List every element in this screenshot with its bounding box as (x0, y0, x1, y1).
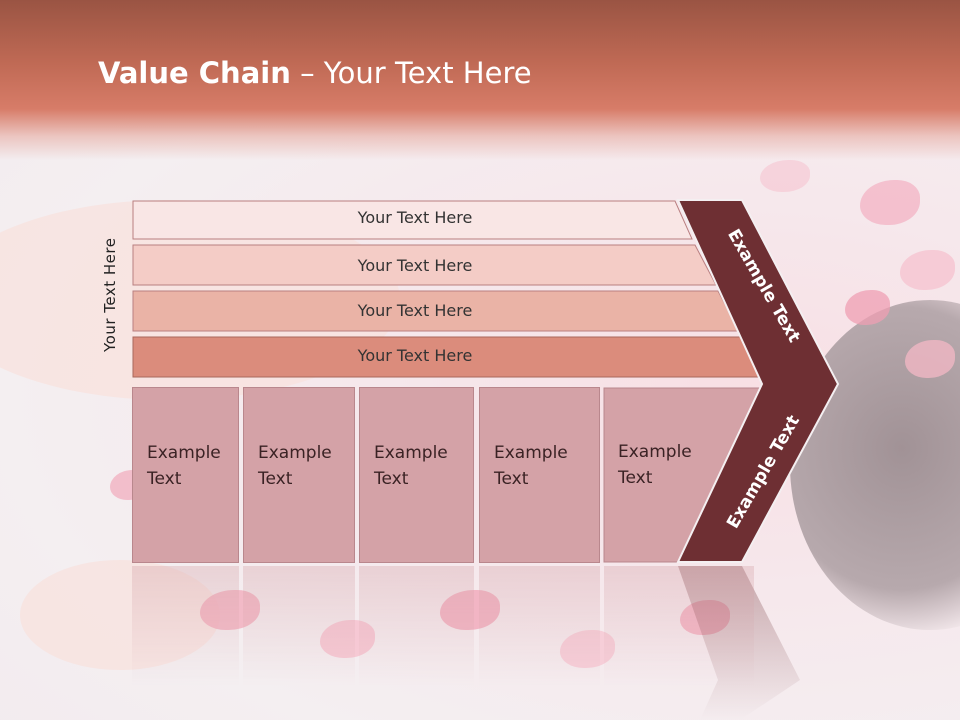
title-bold: Value Chain (98, 56, 291, 90)
background-hand-shape (20, 560, 220, 670)
background-petal (200, 590, 260, 630)
background-petal (440, 590, 500, 630)
background-petal (320, 620, 375, 658)
columns-reflection (132, 566, 762, 686)
column-1-text: Example Text (147, 443, 221, 489)
background-petal (760, 160, 810, 192)
title-rest: – Your Text Here (290, 56, 532, 90)
bar-3-label: Your Text Here (357, 301, 473, 320)
chevron-arrow (676, 199, 840, 563)
bar-1-label: Your Text Here (357, 208, 473, 227)
background-petal (845, 290, 890, 325)
column-2: Example Text (243, 387, 355, 563)
background-petal (860, 180, 920, 225)
bar-1-shape (132, 200, 693, 240)
column-5-text: Example Text (618, 442, 692, 488)
chevron-reflection (678, 566, 800, 720)
column-4: Example Text (479, 387, 600, 563)
column-1: Example Text (132, 387, 239, 563)
background-petal (560, 630, 615, 668)
column-2-text: Example Text (258, 443, 332, 489)
slide-title: Value Chain – Your Text Here (98, 56, 532, 90)
column-3-text: Example Text (374, 443, 448, 489)
column-3: Example Text (359, 387, 474, 563)
title-band (0, 0, 960, 160)
background-petal (900, 250, 955, 290)
background-petal (905, 340, 955, 378)
column-4-text: Example Text (494, 443, 568, 489)
bar-2-label: Your Text Here (357, 256, 473, 275)
bar-4-label: Your Text Here (357, 346, 473, 365)
